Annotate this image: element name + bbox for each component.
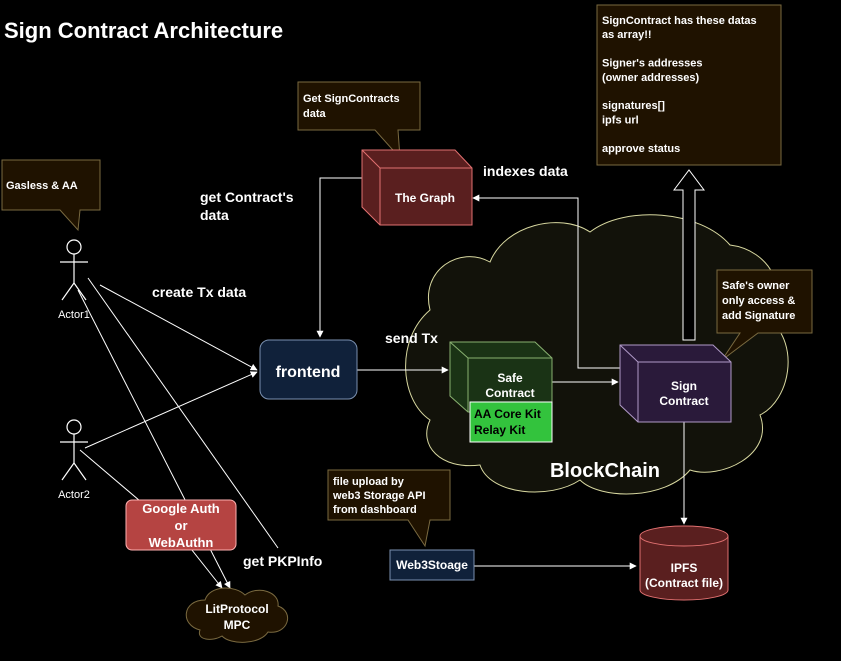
actor2-head — [66, 419, 82, 435]
safe-contract-label-1: Safe — [497, 371, 523, 385]
callout-graph-line-2: data — [303, 108, 327, 120]
callout-safe-owner-3: add Signature — [722, 310, 795, 322]
web3storage-label: Web3Stoage — [396, 558, 468, 572]
callout-graph-note: Get SignContracts data — [297, 81, 421, 160]
edge-graph-frontend — [316, 177, 362, 338]
signcontract-note-line: SignContract has these datas — [602, 15, 757, 27]
diagram-title: Sign Contract Architecture — [4, 18, 283, 43]
auth-label-3: WebAuthn — [149, 535, 214, 550]
sign-contract-label-1: Sign — [671, 379, 697, 393]
safe-contract-node[interactable]: Safe Contract — [449, 341, 553, 413]
kits-box: AA Core Kit Relay Kit — [469, 401, 553, 443]
edge-sign-graph — [472, 194, 640, 369]
edge-actor2-frontend — [84, 371, 258, 449]
ipfs-node[interactable]: IPFS (Contract file) — [639, 525, 729, 601]
actor1-label: Actor1 — [58, 309, 90, 321]
edge-actor1-frontend — [99, 284, 258, 371]
sign-contract-node[interactable]: Sign Contract — [619, 344, 732, 423]
callout-safe-owner-1: Safe's owner — [722, 280, 790, 292]
callout-file-upload-2: web3 Storage API — [332, 490, 426, 502]
sign-contract-label-2: Contract — [659, 394, 708, 408]
callout-gasless-text: Gasless & AA — [6, 180, 78, 192]
signcontract-note-line: ipfs url — [602, 114, 639, 126]
label-indexes-data: indexes data — [483, 163, 568, 179]
safe-contract-label-2: Contract — [485, 386, 534, 400]
signcontract-note-line: (owner addresses) — [602, 72, 700, 84]
callout-file-upload: file upload by web3 Storage API from das… — [327, 469, 451, 548]
frontend-node[interactable]: frontend — [259, 339, 358, 400]
blockchain-label: BlockChain — [550, 460, 660, 482]
ipfs-label-2: (Contract file) — [645, 576, 723, 590]
kit-aa-core: AA Core Kit — [474, 407, 541, 421]
callout-graph-line-1: Get SignContracts — [303, 93, 400, 105]
actor2-label: Actor2 — [58, 489, 90, 501]
web3storage-node[interactable]: Web3Stoage — [389, 549, 475, 581]
kit-relay: Relay Kit — [474, 423, 525, 437]
label-get-contract-data-1: get Contract's — [200, 189, 294, 205]
signcontract-note-line: Signer's addresses — [602, 58, 702, 70]
auth-label-2: or — [175, 518, 188, 533]
callout-safe-owner-2: only access & — [722, 295, 795, 307]
frontend-label: frontend — [276, 364, 341, 381]
the-graph-node[interactable]: The Graph — [361, 149, 473, 226]
label-create-tx: create Tx data — [152, 284, 246, 300]
edge-actor1-graph — [87, 277, 279, 549]
lit-protocol-node[interactable]: LitProtocol MPC — [185, 587, 289, 643]
data-flow-block-arrow — [673, 169, 705, 341]
callout-signcontract-note: SignContract has these datas as array!! Si… — [596, 4, 782, 166]
actor2[interactable] — [60, 419, 88, 481]
callout-file-upload-3: from dashboard — [333, 504, 417, 516]
google-auth-node[interactable]: Google Auth or WebAuthn — [125, 499, 237, 551]
auth-label-1: Google Auth — [142, 501, 220, 516]
label-send-tx: send Tx — [385, 330, 438, 346]
lit-label-1: LitProtocol — [205, 602, 268, 616]
callout-safe-owner: Safe's owner only access & add Signature — [716, 269, 813, 361]
signcontract-note-line: as array!! — [602, 29, 652, 41]
callout-gasless: Gasless & AA — [1, 159, 101, 232]
the-graph-label: The Graph — [395, 191, 455, 205]
actor1[interactable] — [60, 239, 88, 301]
callout-file-upload-1: file upload by — [333, 476, 405, 488]
label-get-contract-data-2: data — [200, 207, 229, 223]
signcontract-note-line: signatures[] — [602, 100, 665, 112]
lit-label-2: MPC — [224, 618, 251, 632]
label-get-pkp: get PKPInfo — [243, 553, 322, 569]
signcontract-note-line: approve status — [602, 143, 680, 155]
ipfs-label-1: IPFS — [671, 561, 698, 575]
actor1-head — [66, 239, 82, 255]
